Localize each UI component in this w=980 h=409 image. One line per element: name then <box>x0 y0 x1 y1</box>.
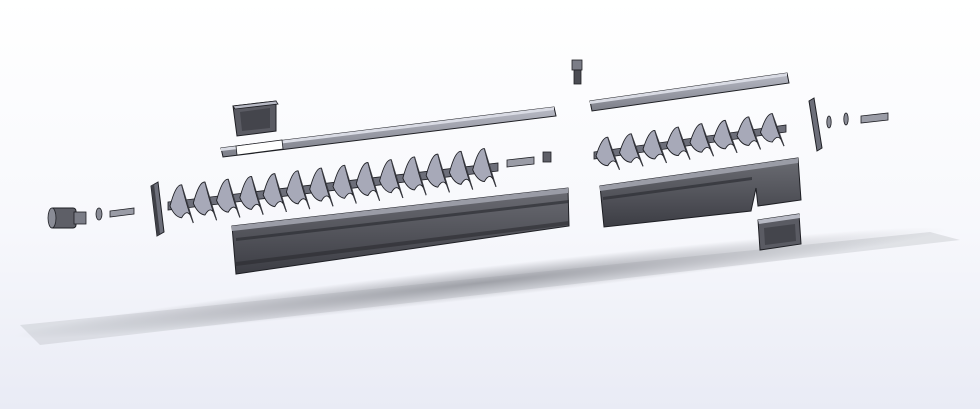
right-screw-flights <box>595 113 785 170</box>
screw-flight-edge <box>204 181 218 221</box>
right-seal-ring-b[interactable] <box>843 112 849 126</box>
screw-flight-edge <box>250 176 264 215</box>
screw-flight <box>285 170 311 210</box>
top-sensor-fitting[interactable] <box>571 59 583 85</box>
left-bearing-cap[interactable] <box>47 207 87 229</box>
left-end-plate[interactable] <box>150 181 165 237</box>
screw-flight <box>448 150 474 190</box>
screw-flight-edge <box>181 184 194 224</box>
left-drive-housing[interactable] <box>232 100 279 137</box>
screw-flight-edge <box>677 126 691 160</box>
screw-flight <box>216 178 241 218</box>
screw-flight-edge <box>724 120 738 154</box>
screw-flight-edge <box>483 148 497 187</box>
screw-flight <box>192 181 218 221</box>
screw-flight-edge <box>748 116 762 150</box>
left-screw-flights <box>169 148 497 224</box>
screw-flight-edge <box>297 170 311 210</box>
left-trough[interactable] <box>231 187 570 275</box>
left-coupling-collar[interactable] <box>542 151 552 163</box>
screw-flight-edge <box>460 151 474 190</box>
screw-flight-edge <box>390 159 404 199</box>
left-stub-shaft[interactable] <box>109 207 135 218</box>
screw-flight <box>379 159 404 199</box>
screw-flight-edge <box>437 154 450 193</box>
screw-flight-edge <box>367 162 381 201</box>
right-stub-shaft[interactable] <box>860 112 889 124</box>
ground-shadow-core <box>13 227 947 339</box>
right-drive-housing[interactable] <box>757 213 802 251</box>
screw-flight-edge <box>413 156 427 196</box>
screw-flight-edge <box>654 130 668 164</box>
left-cover-bar[interactable] <box>220 106 557 158</box>
screw-flight-edge <box>630 133 644 167</box>
screw-flight-edge <box>274 173 287 213</box>
screw-flight-edge <box>607 137 621 170</box>
screw-flight-edge <box>227 179 241 218</box>
left-coupling-shaft[interactable] <box>506 156 535 168</box>
screw-flight-edge <box>771 113 785 147</box>
screw-flight-edge <box>344 165 357 204</box>
screw-flight <box>355 162 381 201</box>
right-trough[interactable] <box>599 157 802 228</box>
screw-flight-edge <box>701 123 715 157</box>
screw-flight-edge <box>320 167 334 207</box>
right-seal-ring-a[interactable] <box>826 115 832 129</box>
left-screw-auger[interactable] <box>167 148 499 224</box>
left-seal-ring[interactable] <box>95 207 103 221</box>
right-screw-auger[interactable] <box>593 113 787 170</box>
right-cover-bar[interactable] <box>589 72 790 112</box>
right-end-plate[interactable] <box>808 97 823 152</box>
